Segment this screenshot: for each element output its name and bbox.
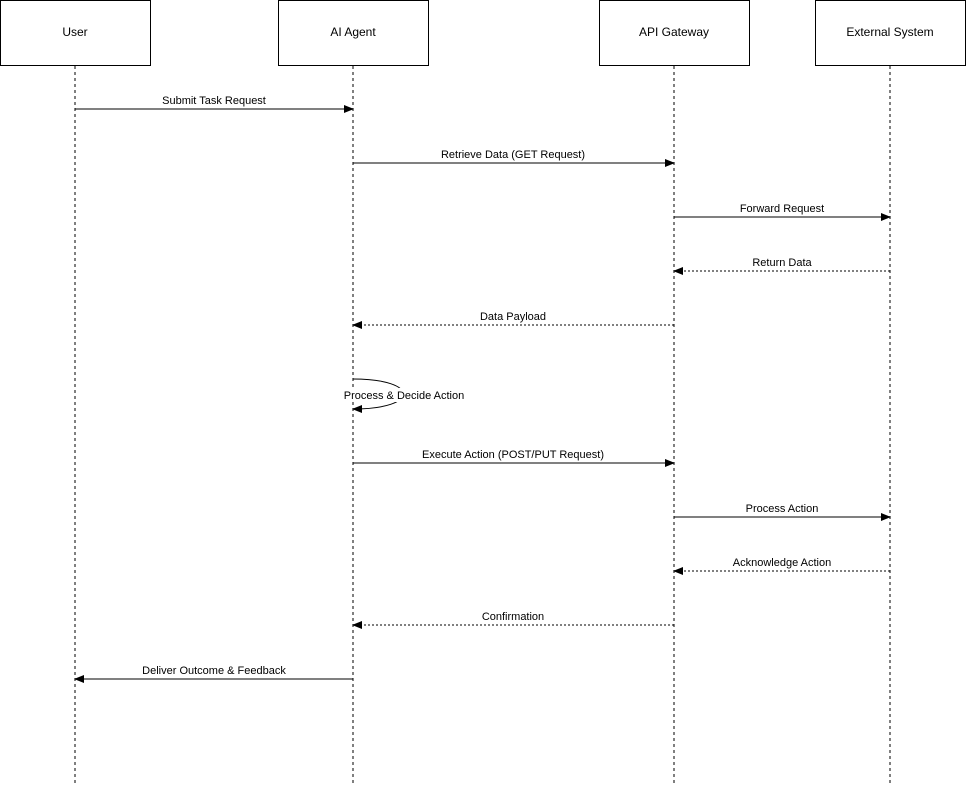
message-forward-request: Forward Request [674, 203, 891, 221]
participant-label: External System [846, 25, 933, 39]
message-label: Retrieve Data (GET Request) [441, 149, 585, 161]
message-label: Deliver Outcome & Feedback [142, 665, 286, 677]
message-label: Process Action [746, 503, 819, 515]
message-return-data: Return Data [673, 257, 890, 275]
message-label: Return Data [752, 257, 812, 269]
message-confirmation: Confirmation [352, 611, 674, 629]
participant-ai-agent: AI Agent [278, 0, 429, 785]
message-submit-task-request: Submit Task Request [75, 95, 354, 113]
participant-label: User [62, 25, 87, 39]
message-process-action: Process Action [674, 503, 891, 521]
message-label: Process & Decide Action [344, 390, 464, 402]
message-label: Acknowledge Action [733, 557, 831, 569]
message-execute-action: Execute Action (POST/PUT Request) [353, 449, 675, 467]
participant-api-gateway: API Gateway [599, 0, 750, 785]
participant-label: AI Agent [330, 25, 376, 39]
message-label: Confirmation [482, 611, 544, 623]
message-label: Submit Task Request [162, 95, 266, 107]
message-retrieve-data: Retrieve Data (GET Request) [353, 149, 675, 167]
participant-label: API Gateway [639, 25, 709, 39]
message-data-payload: Data Payload [352, 311, 674, 329]
message-label: Forward Request [740, 203, 824, 215]
message-process-decide-action: Process & Decide Action [340, 378, 468, 413]
message-acknowledge-action: Acknowledge Action [673, 557, 890, 575]
message-deliver-outcome-feedback: Deliver Outcome & Feedback [74, 665, 353, 683]
participant-user: User [0, 0, 151, 785]
message-label: Execute Action (POST/PUT Request) [422, 449, 604, 461]
message-label: Data Payload [480, 311, 546, 323]
participant-external-system: External System [815, 0, 966, 785]
